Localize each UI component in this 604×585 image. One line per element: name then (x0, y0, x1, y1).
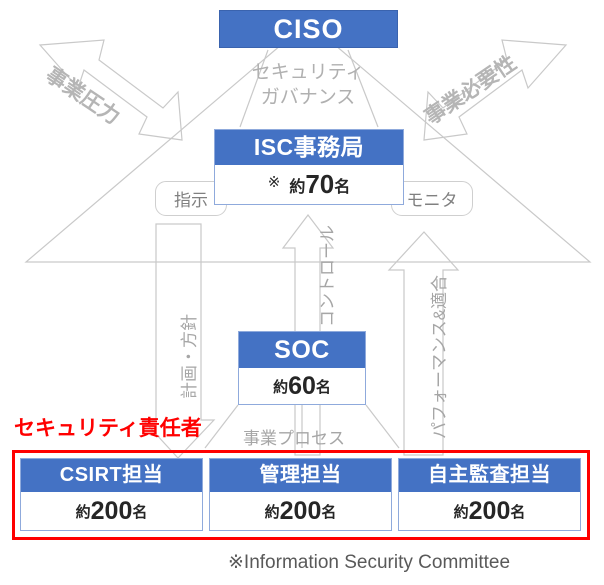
footer-note: ※Information Security Committee (228, 552, 511, 573)
isc-secretariat-title: ISC事務局 (215, 130, 403, 165)
soc-to-csirt-line (204, 404, 239, 449)
self-audit-count-suffix: 名 (510, 503, 526, 521)
performance-conformance-label: パフォーマンス&適合 (430, 275, 449, 439)
soc-to-audit-line (365, 404, 400, 449)
security-manager-highlight-rect (12, 450, 590, 540)
csirt-count-suffix: 名 (132, 503, 148, 521)
reference-mark-icon: ※ (267, 173, 281, 191)
isc-count-suffix: 名 (334, 178, 351, 196)
isc-count-number: 70 (305, 169, 335, 199)
csirt-count-prefix: 約 (75, 503, 91, 521)
csirt-count-number: 200 (90, 496, 133, 525)
csirt-role-title: CSIRT担当 (21, 459, 202, 492)
governance-label-line2: ガバナンス (260, 87, 356, 108)
performance-conformance-arrow (387, 231, 460, 456)
business-pressure-arrow (38, 39, 183, 141)
monitor-pill[interactable]: モニタ (391, 181, 473, 216)
ciso-to-isc-right-line (347, 49, 379, 128)
soc-title: SOC (239, 332, 365, 368)
plan-policy-arrow (141, 223, 216, 459)
isc-count-prefix: 約 (289, 178, 306, 196)
ciso-to-isc-left-line (239, 49, 269, 128)
self-audit-count-number: 200 (468, 496, 511, 525)
security-governance-label: セキュリティ ガバナンス (218, 60, 398, 110)
self-audit-role-title: 自主監査担当 (399, 459, 580, 492)
management-count-number: 200 (279, 496, 322, 525)
security-manager-caption: セキュリティ責任者 (14, 417, 202, 440)
self-audit-count-prefix: 約 (453, 503, 469, 521)
business-process-label: 事業プロセス (243, 429, 345, 448)
business-necessity-arrow (423, 39, 568, 141)
management-count-suffix: 名 (321, 503, 337, 521)
governance-label-line1: セキュリティ (251, 62, 365, 83)
management-count-prefix: 約 (264, 503, 280, 521)
soc-count-suffix: 名 (315, 378, 331, 396)
soc-count-prefix: 約 (273, 378, 289, 396)
management-role-title: 管理担当 (210, 459, 391, 492)
soc-count-number: 60 (288, 371, 316, 400)
plan-policy-label: 計画・方針 (180, 314, 199, 399)
ciso-box[interactable]: CISO (219, 10, 398, 48)
control-arrow (281, 214, 335, 456)
governance-triangle (24, 21, 592, 263)
control-label: コントロール (318, 225, 337, 327)
